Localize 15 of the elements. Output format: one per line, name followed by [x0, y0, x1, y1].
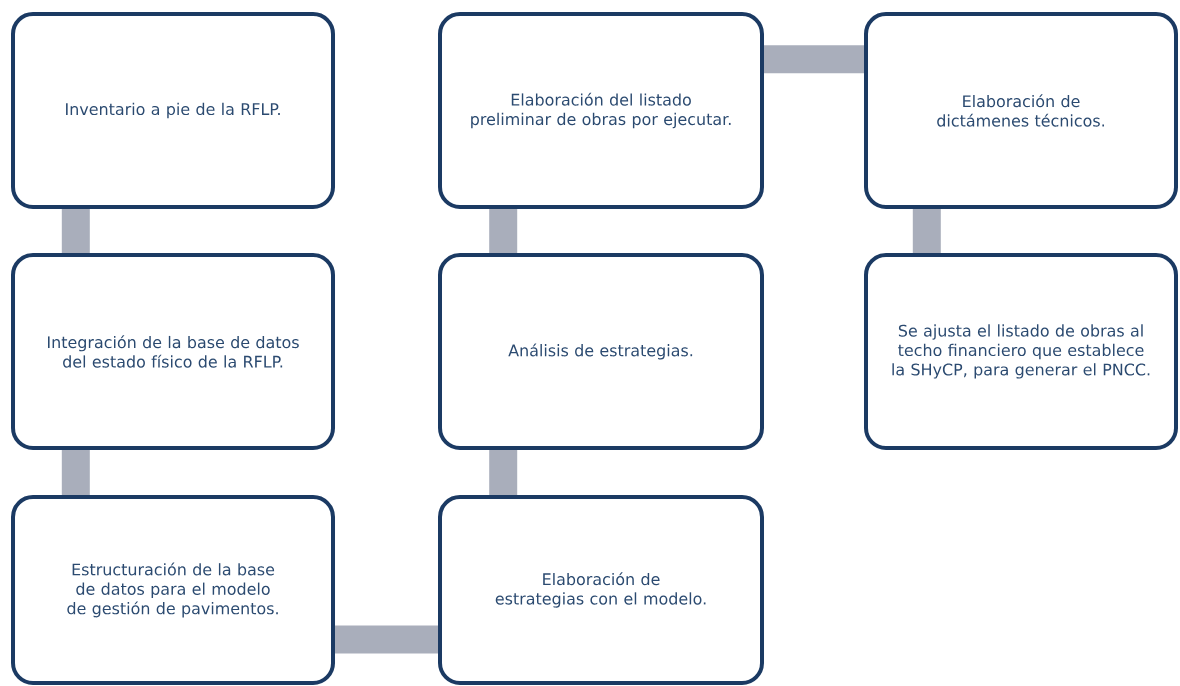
connector-bar — [764, 45, 864, 74]
process-box: Elaboración de estrategias con el modelo. — [438, 495, 764, 685]
process-box: Se ajusta el listado de obras al techo financiero que establece la SHyCP, para generar el PNCC. — [864, 253, 1178, 450]
connector-bar — [61, 209, 90, 253]
process-box: Elaboración de dictámenes técnicos. — [864, 12, 1178, 209]
connector-bar — [489, 209, 518, 253]
connector-bar — [61, 450, 90, 495]
process-box: Estructuración de la base de datos para el modelo de gestión de pavimentos. — [11, 495, 335, 685]
process-box: Inventario a pie de la RFLP. — [11, 12, 335, 209]
connector-bar — [912, 209, 941, 253]
process-box: Elaboración del listado preliminar de obras por ejecutar. — [438, 12, 764, 209]
connector-bar — [489, 450, 518, 495]
connector-bar — [335, 625, 438, 654]
process-box: Integración de la base de datos del estado físico de la RFLP. — [11, 253, 335, 450]
process-box: Análisis de estrategias. — [438, 253, 764, 450]
